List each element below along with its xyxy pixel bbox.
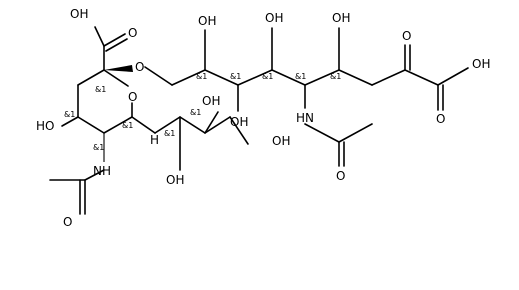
- stereo-label-6: &1: [190, 108, 201, 117]
- chain-hydroxyl-1: OH: [198, 14, 216, 28]
- stereo-label-3: &1: [93, 143, 104, 152]
- stereo-label-9: &1: [262, 72, 273, 81]
- bond-layer: [49, 26, 469, 215]
- ring-oxygen: O: [128, 90, 137, 104]
- ring-hydroxyl: HO: [36, 119, 54, 133]
- ring-carboxyl-oxygen: O: [128, 26, 137, 40]
- stereo-label-8: &1: [230, 72, 241, 81]
- chain-nh: HN: [296, 111, 314, 125]
- chain-hydroxyl-4: OH: [332, 11, 350, 25]
- acid-oxygen: O: [436, 112, 445, 126]
- stereo-label-2: &1: [64, 110, 75, 119]
- side-chain-hydroxyl-b: OH: [272, 134, 290, 148]
- chain-hydroxyl-3: OH: [265, 11, 283, 25]
- side-chain-hydroxyl-c: OH: [166, 173, 184, 187]
- ring-nh: NH: [93, 164, 111, 178]
- ring-carboxyl-oh: OH: [70, 7, 88, 21]
- stereo-label-1: &1: [95, 85, 106, 94]
- chain-hydroxyl-2: OH: [230, 115, 248, 129]
- stereo-label-4: &1: [122, 121, 133, 130]
- stereo-label-11: &1: [330, 72, 341, 81]
- acid-hydroxyl: OH: [472, 57, 490, 71]
- stereo-label-5: &1: [164, 129, 175, 138]
- stereo-label-layer: &1 &1 &1 &1 &1 &1 &1 &1 &1 &1 &1: [64, 72, 341, 152]
- stereo-label-10: &1: [295, 72, 306, 81]
- side-chain-hydroxyl-a: OH: [202, 94, 220, 108]
- glycosidic-oxygen: O: [135, 60, 144, 74]
- atom-label-layer: OH O O HO NH O H OH OH OH O OH OH OH OH …: [36, 7, 490, 229]
- chain-acetyl-oxygen: O: [336, 169, 345, 183]
- keto-oxygen: O: [402, 29, 411, 43]
- ring-acetyl-oxygen: O: [63, 215, 72, 229]
- ring-hydrogen: H: [150, 133, 159, 147]
- stereo-label-7: &1: [196, 72, 207, 81]
